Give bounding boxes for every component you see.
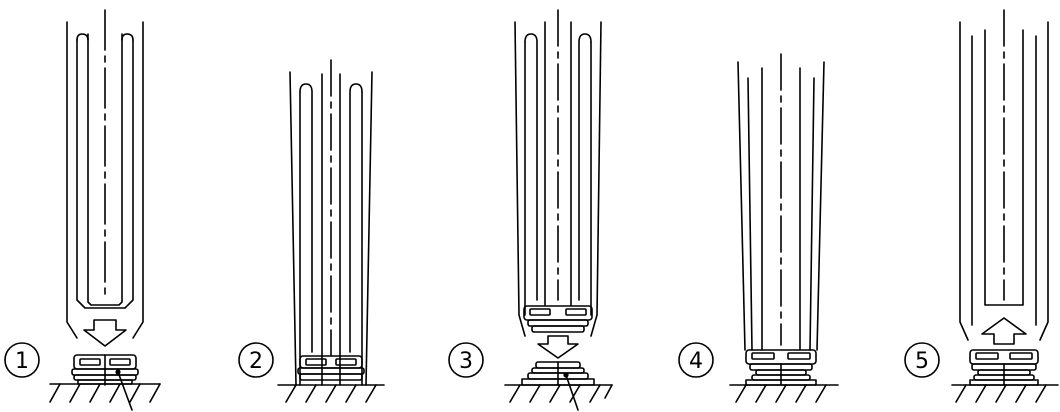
step-4-number: 4 <box>689 349 703 374</box>
step-4-tube-outer-right <box>816 61 825 351</box>
step-5-plug-cap <box>969 349 1039 365</box>
step-1-number: 1 <box>15 349 29 374</box>
step-1-badge: 1 <box>4 342 40 378</box>
step-3-badge: 3 <box>448 342 484 378</box>
step-2-badge: 2 <box>238 342 274 378</box>
step-5-tube-outer-left <box>959 21 969 341</box>
step-1-leader-line <box>117 371 133 411</box>
step-1-tube-inner-left-wall <box>87 33 123 306</box>
step-5-arrow-up-icon <box>981 317 1027 345</box>
step-1-arrow-down-icon <box>83 319 127 347</box>
step-2-tube-outer-left <box>289 71 297 386</box>
step-4-figure <box>729 53 839 403</box>
step-5-badge: 5 <box>904 342 940 378</box>
step-1-figure <box>49 9 161 411</box>
step-1-tube-outer-right <box>132 21 144 339</box>
step-3-tube-outer-right <box>590 21 602 337</box>
step-2-tube-outer-right <box>365 71 373 386</box>
step-5-figure <box>951 9 1059 403</box>
step-3-plug-cap <box>523 305 593 321</box>
step-4-tube-outer-left <box>737 61 746 351</box>
step-3-tube-outer-left <box>514 21 526 337</box>
step-3-figure <box>504 9 613 411</box>
step-5-tube-outer-right <box>1039 21 1049 341</box>
step-1-tube-outer-left <box>66 21 78 339</box>
step-3-number: 3 <box>459 349 473 374</box>
step-2-number: 2 <box>249 349 263 374</box>
step-4-plug-cap <box>745 349 817 365</box>
step-4-badge: 4 <box>678 342 714 378</box>
step-2-plug-cap <box>299 355 363 369</box>
step-3-arrow-down-icon <box>537 335 579 359</box>
step-5-number: 5 <box>915 349 929 374</box>
step-1-tube-inner <box>76 39 134 309</box>
step-2-figure <box>277 59 385 403</box>
step-3-leader-line <box>565 374 579 411</box>
